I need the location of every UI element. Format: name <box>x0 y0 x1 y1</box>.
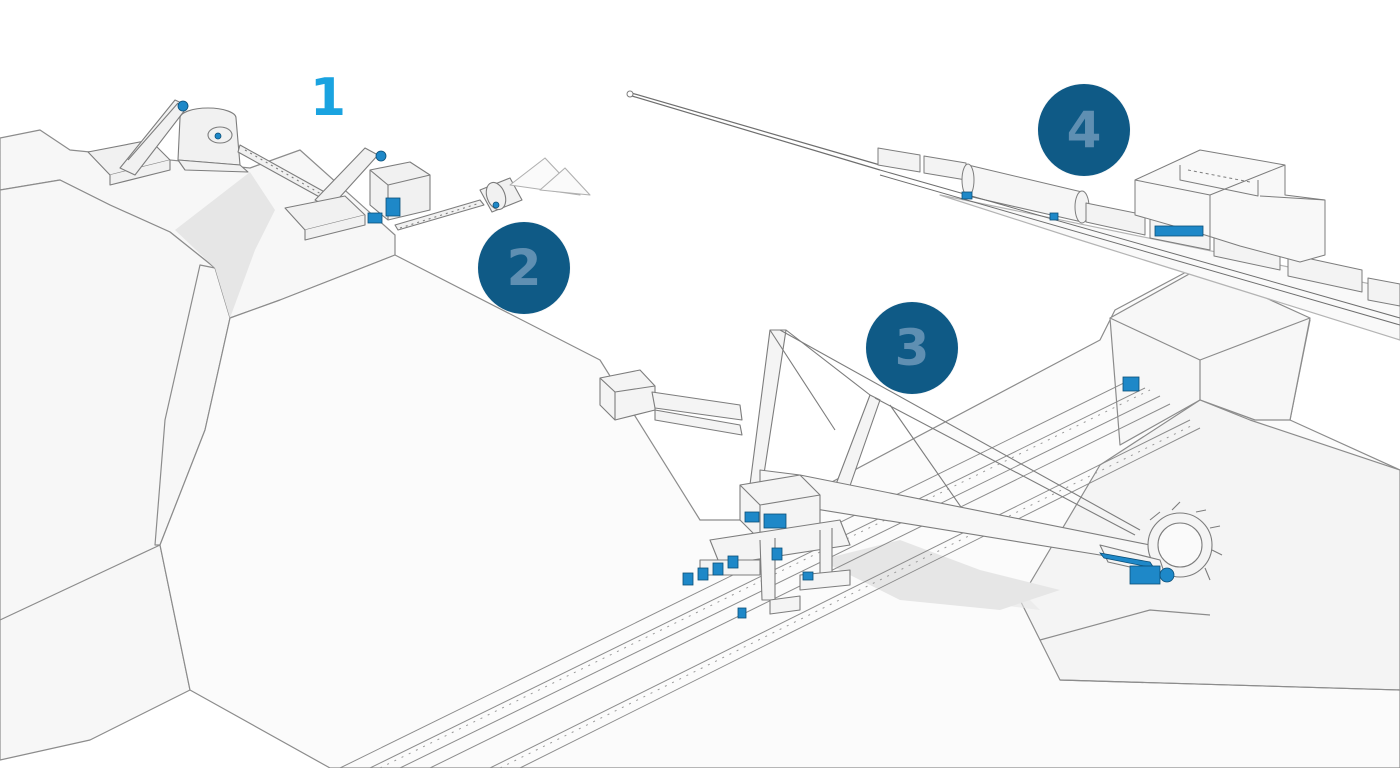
motor-icon <box>697 567 709 581</box>
station-2-number: 2 <box>506 239 542 297</box>
motor-icon <box>744 511 760 523</box>
motor-icon <box>961 191 973 200</box>
motor-icon <box>385 197 401 217</box>
station-3-number: 3 <box>894 319 930 377</box>
motor-icon <box>1154 225 1204 237</box>
train-station <box>626 90 1400 326</box>
motor-icon <box>1129 565 1161 585</box>
motor-icon <box>1159 567 1175 583</box>
motor-icon <box>763 513 787 529</box>
bucket-wheel-excavator <box>599 329 1223 615</box>
crusher-station <box>87 99 591 241</box>
motor-icon <box>712 562 724 576</box>
motor-icon <box>214 132 222 140</box>
station-3-hotspot[interactable]: 3 <box>866 302 958 394</box>
station-4-hotspot[interactable]: 4 <box>1038 84 1130 176</box>
motor-icon <box>375 150 387 162</box>
motor-icon <box>177 100 189 112</box>
motor-icon <box>802 571 814 581</box>
motors-station-1 <box>177 100 500 224</box>
motor-icon <box>682 572 694 586</box>
motor-icon <box>1049 212 1059 221</box>
motors-station-4 <box>961 191 1204 237</box>
station-1-number[interactable]: 1 <box>309 68 347 128</box>
station-4-number: 4 <box>1066 101 1102 159</box>
motor-icon <box>1122 376 1140 392</box>
motor-icon <box>367 212 383 224</box>
motor-icon <box>737 607 747 619</box>
motors-station-3 <box>682 376 1175 619</box>
motor-icon <box>771 547 783 561</box>
motor-icon <box>727 555 739 569</box>
station-2-hotspot[interactable]: 2 <box>478 222 570 314</box>
shadows <box>175 172 1060 610</box>
motor-icon <box>492 201 500 209</box>
